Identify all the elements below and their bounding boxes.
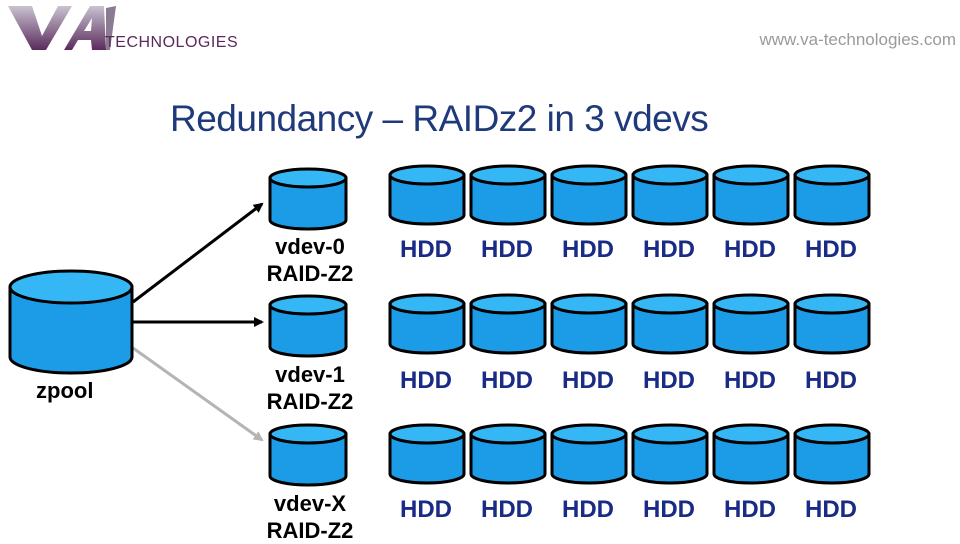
hdd-label: HDD: [481, 367, 533, 394]
hdd-label: HDD: [400, 236, 452, 263]
vdev-1-cylinder: [268, 294, 348, 358]
hdd-label: HDD: [400, 367, 452, 394]
hdd-cylinder: [793, 293, 871, 355]
vdev-1-name: vdev-1: [275, 362, 345, 387]
hdd-cylinder: [388, 423, 466, 485]
zpool-cylinder: [8, 269, 134, 375]
hdd-label: HDD: [562, 236, 614, 263]
arrow-to-vdev-0: [132, 202, 264, 304]
vdev-0-label: vdev-0 RAID-Z2: [250, 233, 370, 287]
vdev-x-name: vdev-X: [273, 491, 347, 516]
hdd-cylinder: [469, 293, 547, 355]
vdev-x-label: vdev-X RAID-Z2: [250, 490, 370, 544]
hdd-cylinder: [631, 293, 709, 355]
hdd-label: HDD: [724, 496, 776, 523]
hdd-cylinder: [712, 164, 790, 226]
vdev-0-cylinder: [268, 167, 348, 231]
hdd-cylinder: [550, 293, 628, 355]
hdd-label: HDD: [805, 367, 857, 394]
hdd-label: HDD: [562, 367, 614, 394]
vdev-1-raid: RAID-Z2: [266, 389, 354, 414]
hdd-label: HDD: [562, 496, 614, 523]
hdd-cylinder: [550, 423, 628, 485]
hdd-cylinder: [793, 164, 871, 226]
vdev-1-label: vdev-1 RAID-Z2: [250, 361, 370, 415]
zpool-label: zpool: [36, 378, 94, 403]
hdd-cylinder: [712, 423, 790, 485]
hdd-cylinder: [469, 164, 547, 226]
arrow-to-vdev-x: [132, 346, 264, 442]
slide-title: Redundancy – RAIDz2 in 3 vdevs: [170, 98, 709, 139]
vdev-0-name: vdev-0: [275, 234, 345, 259]
hdd-label: HDD: [400, 496, 452, 523]
vdev-x-raid: RAID-Z2: [266, 518, 354, 543]
hdd-label: HDD: [805, 236, 857, 263]
vdev-0-raid: RAID-Z2: [266, 261, 354, 286]
hdd-cylinder: [631, 423, 709, 485]
hdd-label: HDD: [481, 496, 533, 523]
hdd-cylinder: [388, 164, 466, 226]
hdd-label: HDD: [724, 367, 776, 394]
hdd-label: HDD: [643, 236, 695, 263]
hdd-cylinder: [712, 293, 790, 355]
va-technologies-logo: [8, 6, 116, 50]
website-url: www.va-technologies.com: [759, 30, 956, 49]
hdd-cylinder: [631, 164, 709, 226]
hdd-label: HDD: [643, 367, 695, 394]
hdd-cylinder: [793, 423, 871, 485]
hdd-label: HDD: [805, 496, 857, 523]
hdd-label: HDD: [724, 236, 776, 263]
hdd-label: HDD: [643, 496, 695, 523]
vdev-x-cylinder: [268, 423, 348, 487]
hdd-cylinder: [550, 164, 628, 226]
hdd-label: HDD: [481, 236, 533, 263]
hdd-cylinder: [388, 293, 466, 355]
hdd-cylinder: [469, 423, 547, 485]
logo-wordmark: TECHNOLOGIES: [105, 34, 239, 51]
